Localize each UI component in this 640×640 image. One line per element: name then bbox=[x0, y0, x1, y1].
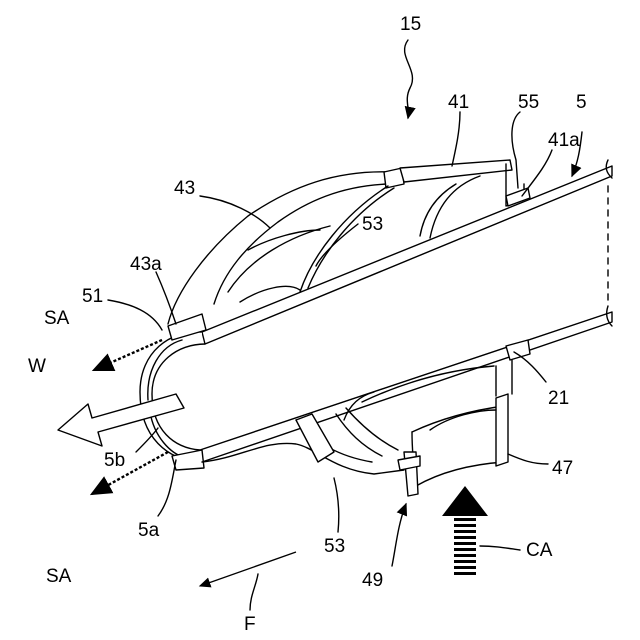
label-55: 55 bbox=[518, 92, 539, 113]
label-sa-top: SA bbox=[44, 308, 70, 329]
label-49: 49 bbox=[362, 570, 383, 591]
label-sa-bottom: SA bbox=[46, 566, 72, 587]
inlet-guide-curve-2 bbox=[420, 184, 456, 236]
leader-5a bbox=[158, 460, 176, 516]
label-53-top: 53 bbox=[362, 214, 383, 235]
leader-53-bottom bbox=[334, 478, 339, 532]
label-51: 51 bbox=[82, 286, 103, 307]
upper-housing bbox=[168, 160, 530, 324]
leader-f bbox=[250, 574, 258, 610]
label-21: 21 bbox=[548, 388, 569, 409]
nozzle-tip bbox=[140, 314, 206, 470]
label-ca: CA bbox=[526, 540, 553, 561]
pipe-47-inner bbox=[430, 410, 496, 430]
leader-41 bbox=[452, 112, 460, 166]
label-5b: 5b bbox=[104, 450, 125, 471]
label-w: W bbox=[28, 356, 46, 377]
joint-flange-hatch bbox=[506, 340, 530, 360]
leader-41a bbox=[522, 150, 552, 196]
pipe-47-wall-hatch bbox=[496, 394, 508, 466]
dome-43-inner bbox=[214, 184, 388, 304]
label-f: F bbox=[244, 614, 256, 635]
pipe-47-front bbox=[416, 462, 504, 486]
leader-15 bbox=[405, 40, 413, 118]
label-47: 47 bbox=[552, 458, 573, 479]
label-43a: 43a bbox=[130, 254, 162, 275]
label-41: 41 bbox=[448, 92, 469, 113]
ca-arrow bbox=[442, 486, 488, 575]
leader-ca bbox=[480, 546, 520, 550]
tube-inner-top-edge bbox=[205, 176, 612, 344]
leader-47 bbox=[508, 454, 548, 464]
rib-53-hatch bbox=[296, 414, 334, 462]
leader-43a bbox=[156, 272, 176, 324]
label-15: 15 bbox=[400, 14, 421, 35]
dome-front-1 bbox=[228, 226, 330, 292]
pipe-47-joint bbox=[496, 360, 512, 396]
leader-49 bbox=[392, 504, 406, 566]
f-arrow bbox=[200, 552, 296, 586]
label-41a: 41a bbox=[548, 130, 580, 151]
tube-lower-wall bbox=[200, 312, 612, 462]
vane-lower-2 bbox=[346, 408, 398, 450]
label-43: 43 bbox=[174, 178, 195, 199]
upper-vanes bbox=[240, 186, 394, 302]
leader-43 bbox=[200, 196, 270, 228]
main-tube bbox=[200, 160, 612, 462]
label-5a: 5a bbox=[138, 520, 160, 541]
leader-55 bbox=[512, 112, 520, 188]
tube-inner-bottom-edge bbox=[200, 312, 612, 450]
label-5: 5 bbox=[576, 92, 587, 113]
label-53-bottom: 53 bbox=[324, 536, 345, 557]
leader-51 bbox=[108, 300, 162, 330]
reference-labels: 15 41 55 5 41a 43 53 43a 51 SA W 21 5b 4… bbox=[28, 14, 587, 635]
inlet-41-top bbox=[400, 160, 512, 182]
